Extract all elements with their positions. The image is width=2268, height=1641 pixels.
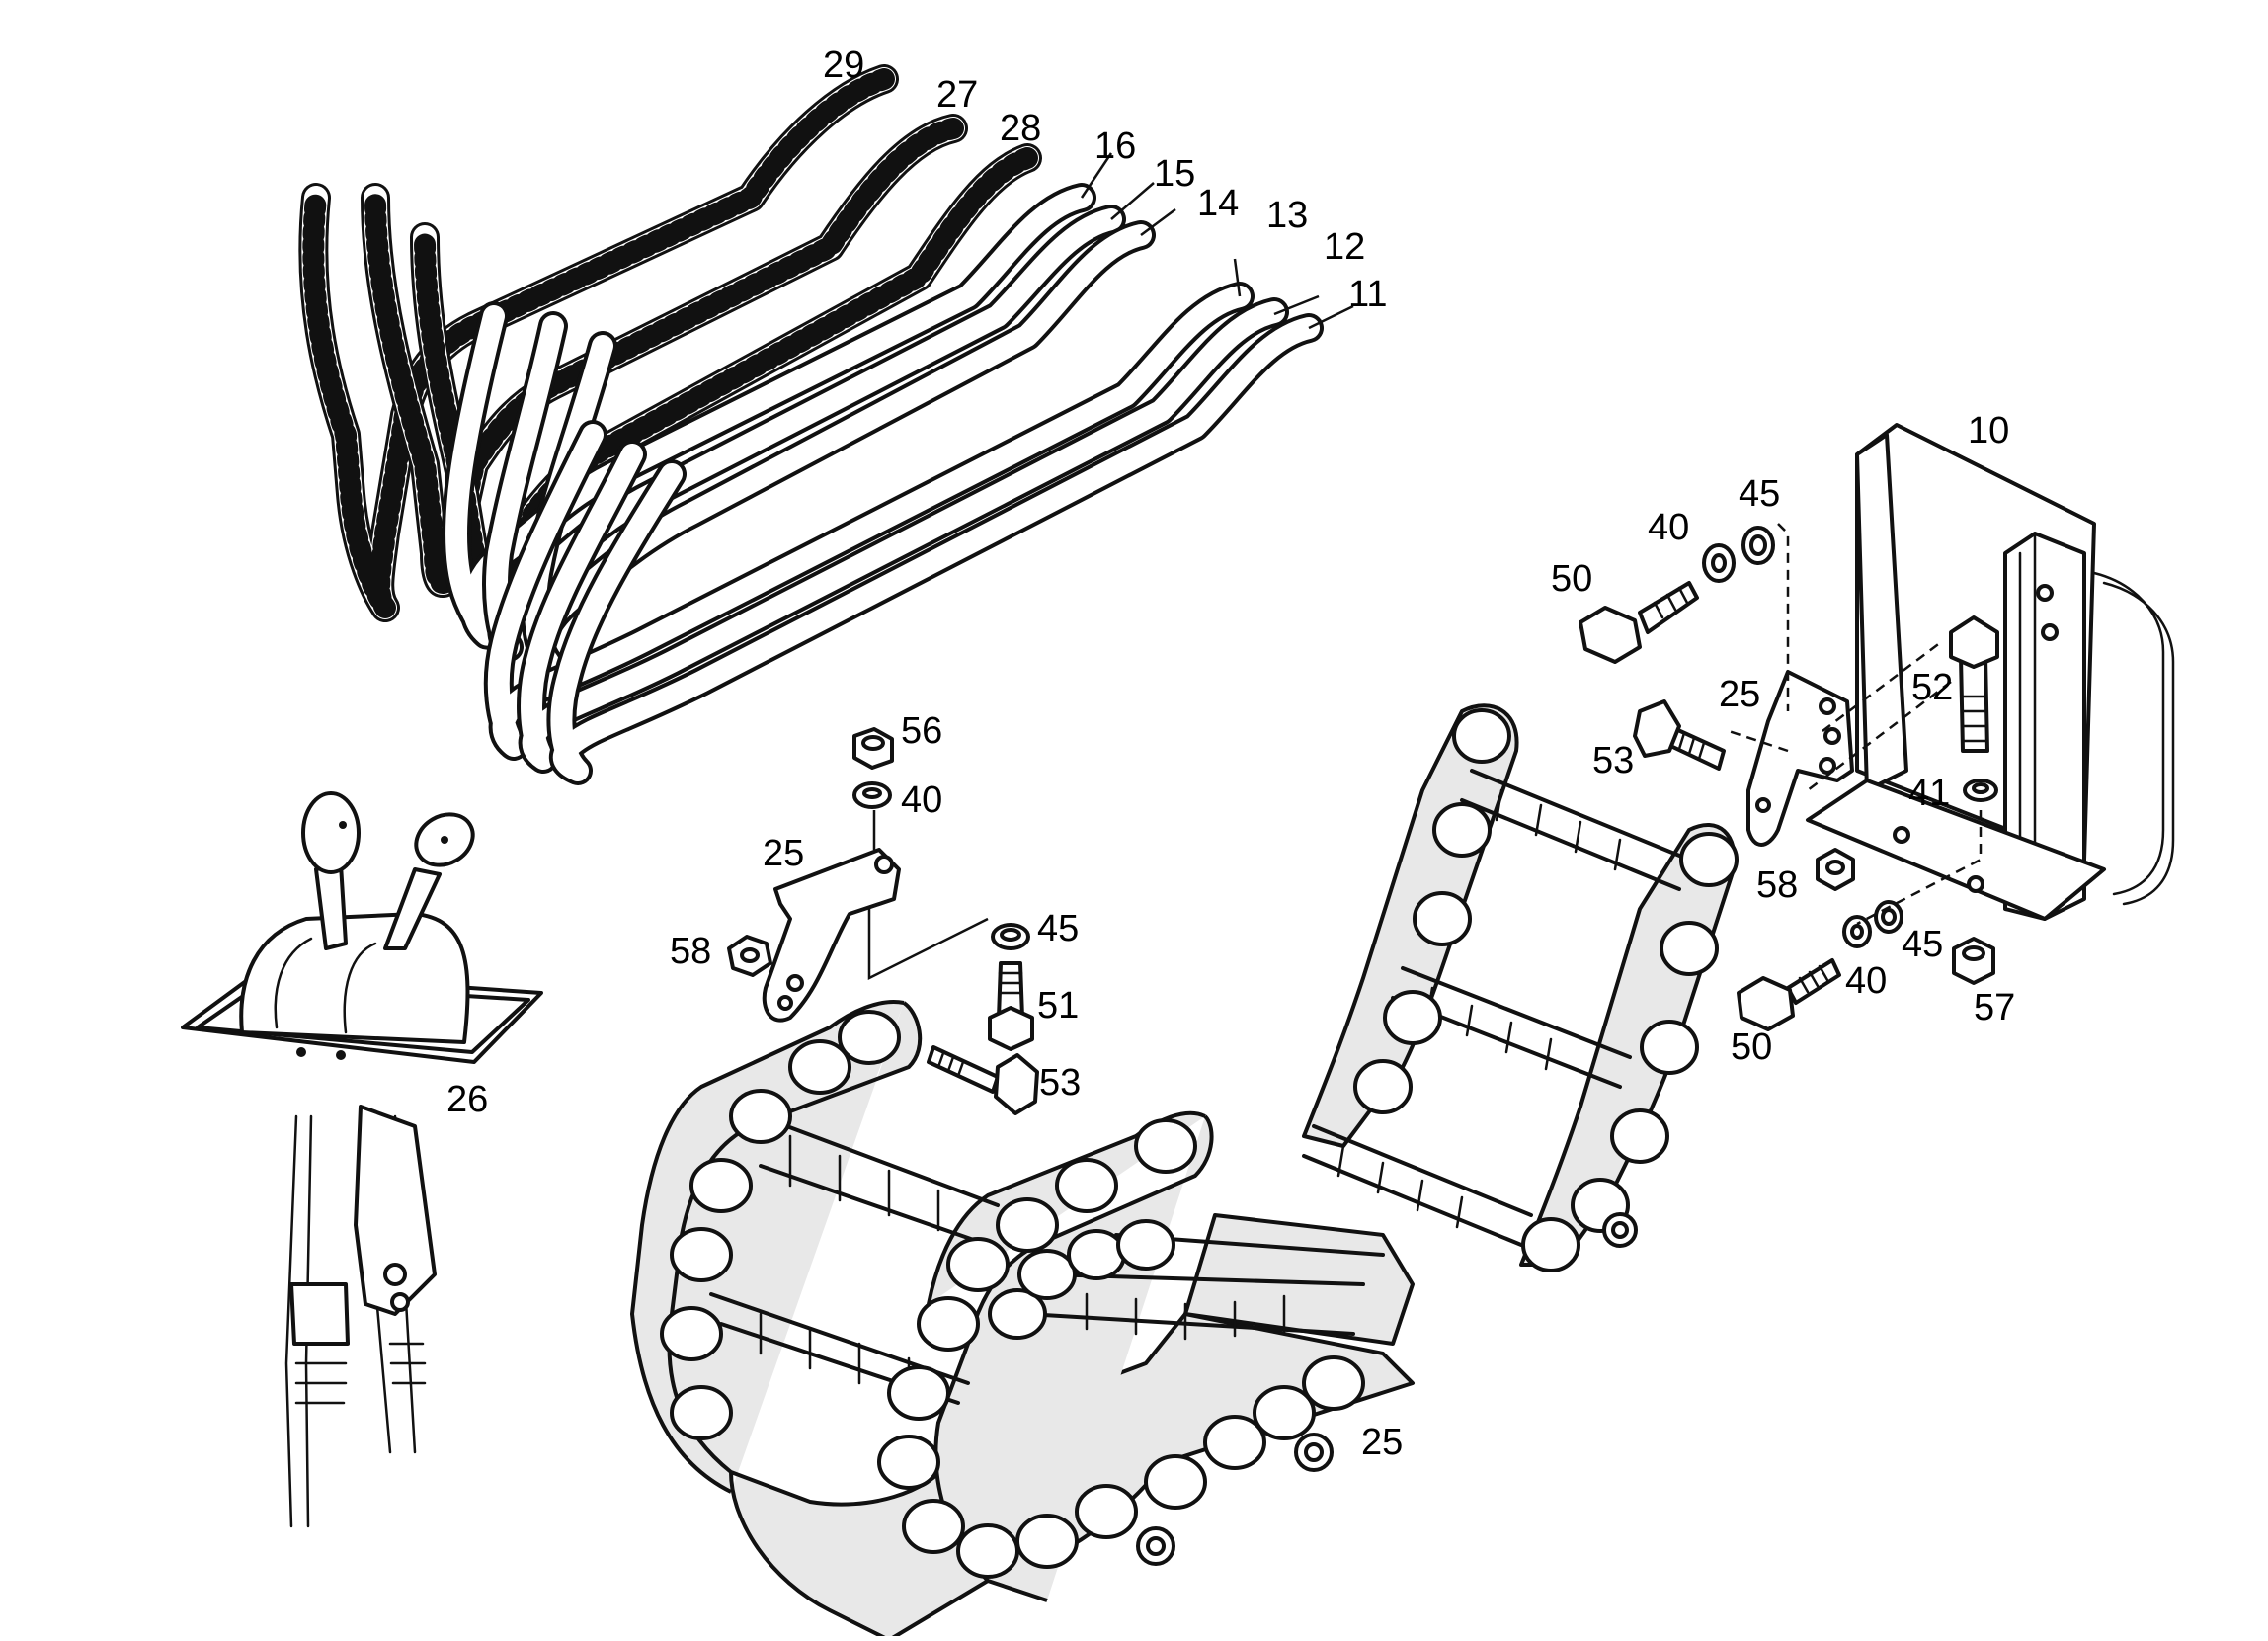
bolt-53-right [1633, 699, 1726, 771]
washer-45-top [1742, 526, 1775, 565]
callout-53-right: 53 [1592, 740, 1634, 781]
callouts: 29 27 28 16 15 14 13 12 11 10 45 40 50 2… [446, 44, 2015, 1463]
hose-13 [483, 282, 1255, 761]
callout-45-left: 45 [1037, 908, 1079, 949]
callout-28: 28 [1000, 108, 1041, 149]
callout-14: 14 [1197, 183, 1239, 224]
bolt-50-top [1579, 581, 1699, 664]
callout-13: 13 [1266, 195, 1308, 236]
hose-16 [441, 183, 1096, 650]
mounting-bracket-10 [1806, 423, 2175, 921]
callout-16: 16 [1094, 125, 1136, 167]
nut-58-right [1816, 848, 1855, 891]
washer-41 [1963, 779, 1998, 802]
callout-58-right: 58 [1756, 864, 1798, 906]
spiral-hose-29 [298, 64, 899, 622]
callout-57: 57 [1974, 987, 2015, 1028]
callout-15: 15 [1154, 153, 1195, 195]
callout-11: 11 [1348, 274, 1387, 315]
callout-25-right: 25 [1719, 674, 1760, 715]
washer-40-left [852, 781, 892, 809]
washer-40-bottom [1842, 915, 1872, 948]
leader-lines [1080, 152, 1354, 330]
callout-45-top: 45 [1739, 473, 1780, 515]
assembly-line-right [1728, 523, 1983, 926]
cable-chain-front [630, 1000, 1415, 1641]
callout-53-left: 53 [1039, 1062, 1081, 1104]
callout-25-bottom: 25 [1361, 1422, 1403, 1463]
small-bracket-right [1746, 670, 1854, 847]
washer-45-left [991, 923, 1030, 950]
callout-40-left: 40 [901, 779, 942, 821]
bolt-50-bottom [1737, 958, 1841, 1031]
callout-26: 26 [446, 1079, 488, 1120]
nut-56 [852, 727, 894, 770]
callout-45-bottom: 45 [1902, 924, 1943, 965]
bolt-52 [1949, 615, 1999, 753]
control-lever-unit [181, 791, 543, 1528]
callout-10: 10 [1968, 410, 2009, 451]
callout-25-left: 25 [763, 833, 804, 874]
nut-57 [1952, 937, 1995, 985]
assembly-line-left [867, 810, 989, 981]
nut-58-left [727, 935, 772, 977]
callout-40-bottom: 40 [1845, 960, 1887, 1002]
hose-12 [517, 297, 1289, 774]
callout-56: 56 [901, 710, 942, 752]
washer-40-top [1702, 543, 1736, 583]
callout-51: 51 [1037, 985, 1079, 1026]
cable-chain-rear [1302, 703, 1739, 1272]
small-bracket-left [762, 848, 901, 1023]
callout-52: 52 [1911, 667, 1953, 708]
callout-50-top: 50 [1551, 558, 1592, 600]
callout-50-bottom: 50 [1731, 1026, 1772, 1068]
callout-27: 27 [936, 74, 978, 116]
bolt-53-left [927, 1045, 1039, 1115]
callout-12: 12 [1324, 226, 1365, 268]
callout-29: 29 [823, 44, 864, 86]
bolt-51 [988, 961, 1034, 1051]
hose-11 [546, 313, 1324, 785]
callout-40-top: 40 [1648, 507, 1689, 548]
callout-58-left: 58 [670, 931, 711, 972]
callout-41: 41 [1908, 773, 1950, 814]
